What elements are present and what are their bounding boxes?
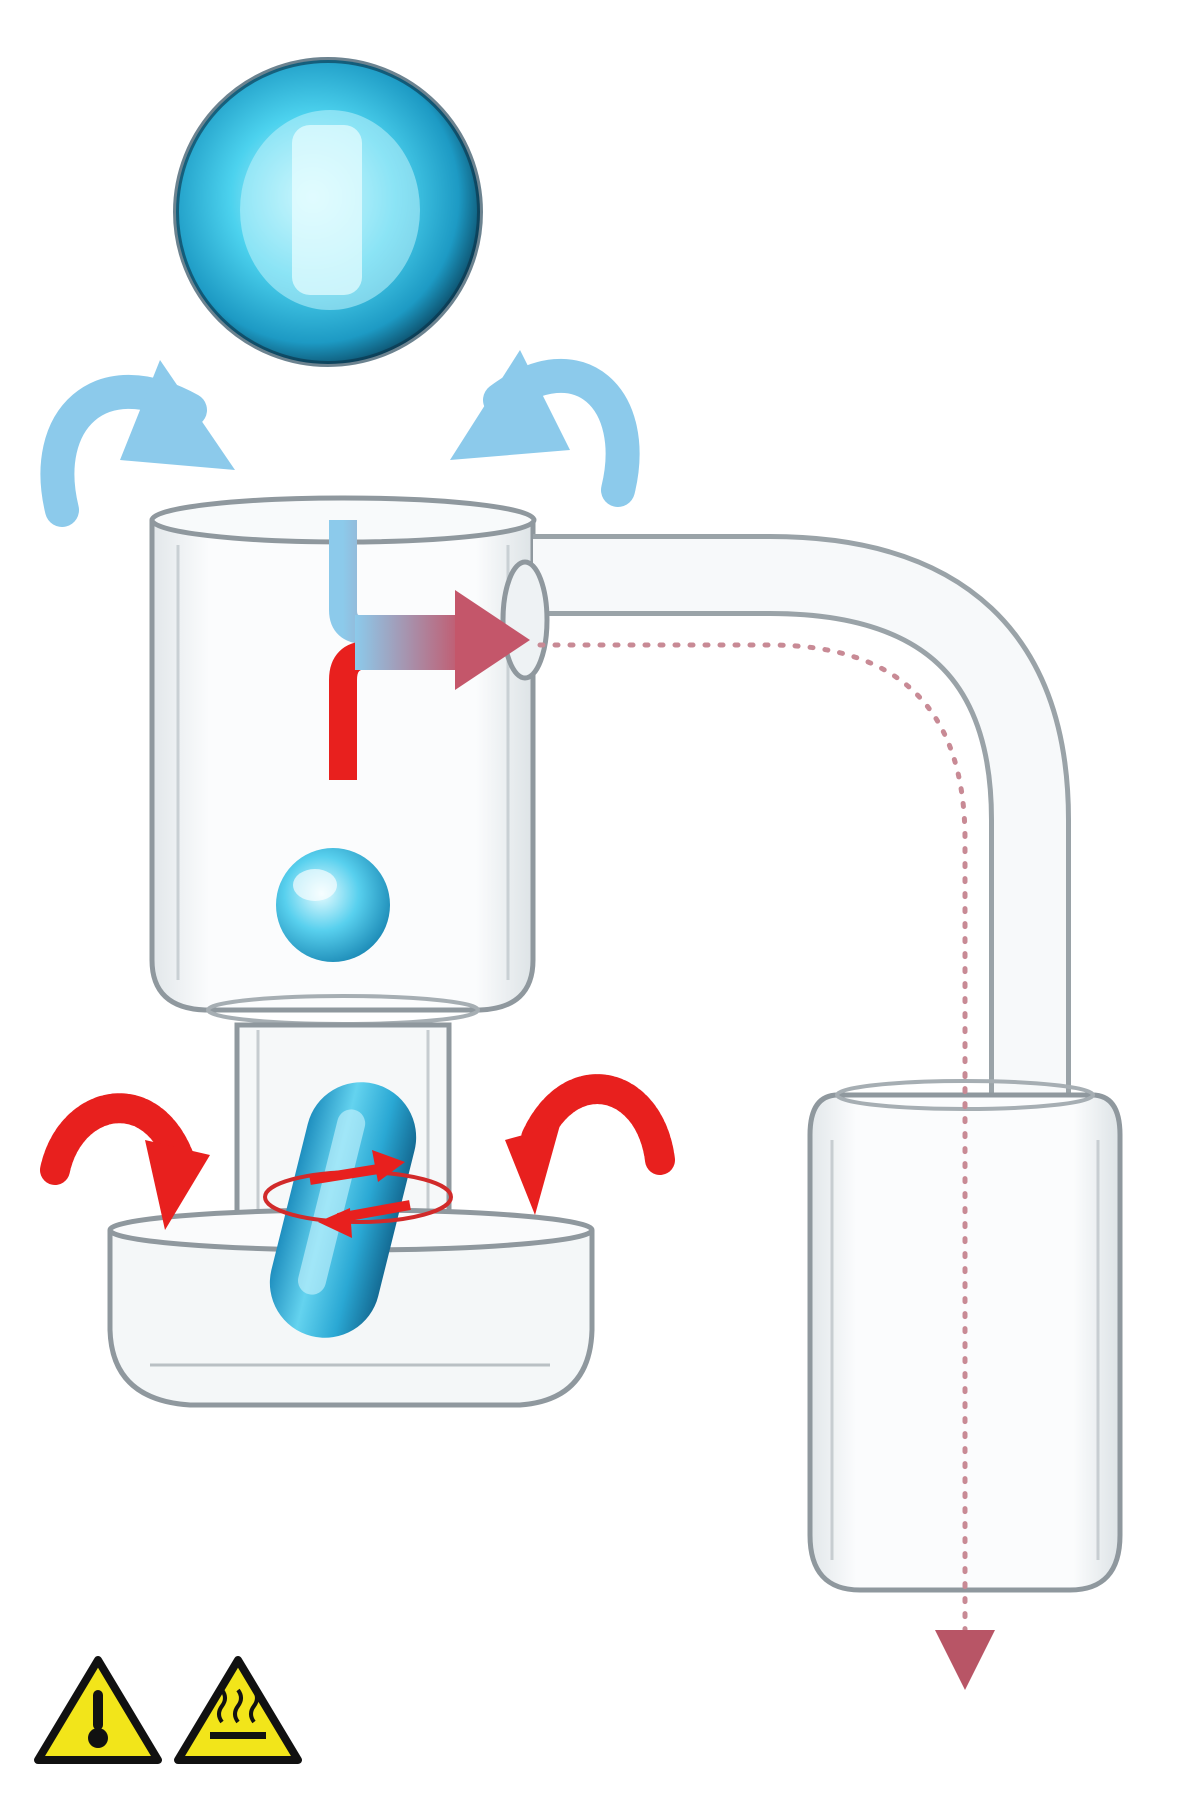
hot-surface-warning-icon [174, 1656, 302, 1764]
heat-arrow-left-icon [40, 1093, 210, 1230]
banger-neck-arm [500, 534, 1071, 1095]
airflow-arrow-right-icon [450, 350, 640, 507]
terp-pearl-small-icon [276, 848, 390, 962]
heat-arrow-right-icon [505, 1074, 675, 1215]
airflow-arrow-left-icon [40, 360, 235, 527]
spin-arrows-icon [263, 1150, 453, 1238]
terp-capsule-icon [269, 1082, 417, 1338]
temperature-warning-icon [34, 1656, 162, 1764]
vapor-path-arrow-icon [537, 642, 995, 1690]
terp-pearl-large-icon [173, 57, 483, 367]
bowl-airflow-arrow-icon [329, 520, 530, 780]
